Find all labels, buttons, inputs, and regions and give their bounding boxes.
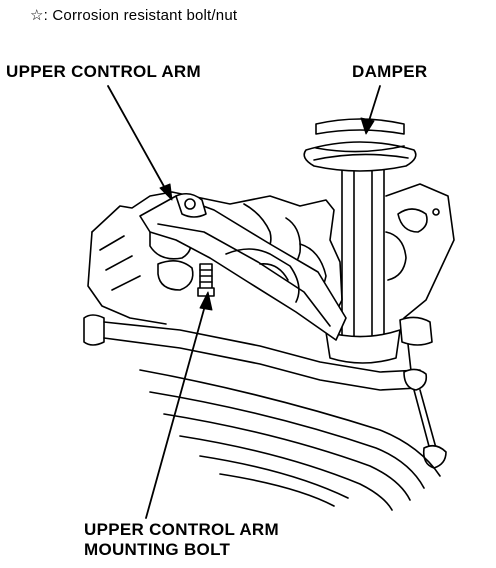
label-upper-control-arm: UPPER CONTROL ARM — [6, 62, 201, 81]
legend-text: : Corrosion resistant bolt/nut — [43, 7, 238, 24]
upper-control-arm — [139, 192, 347, 341]
label-mounting-bolt-line1: UPPER CONTROL ARM — [84, 520, 279, 539]
label-mounting-bolt: UPPER CONTROL ARM MOUNTING BOLT — [84, 520, 279, 560]
leader-arrows — [107, 85, 381, 519]
wheel-arcs — [139, 369, 441, 511]
lower-arm — [83, 314, 433, 391]
legend-note: ☆: Corrosion resistant bolt/nut — [30, 6, 237, 24]
sway-bar-link — [403, 368, 447, 469]
label-damper: DAMPER — [352, 62, 428, 81]
label-mounting-bolt-line2: MOUNTING BOLT — [84, 540, 231, 559]
mounting-bolt — [197, 263, 215, 297]
damper-strut — [303, 118, 417, 364]
star-icon: ☆ — [30, 7, 44, 24]
